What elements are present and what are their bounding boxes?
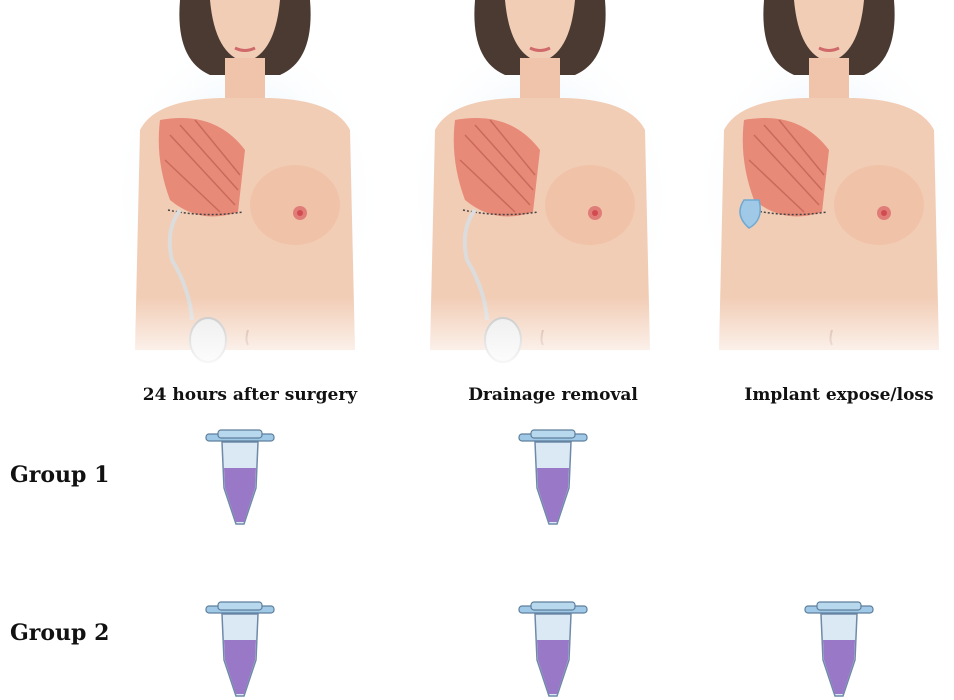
stage-illustration-2	[415, 0, 665, 372]
stage-label-3: Implant expose/loss	[714, 385, 954, 405]
stage-illustration-1	[120, 0, 370, 372]
torso-illustration-2	[415, 0, 665, 372]
sample-tube-g1-s2	[513, 428, 593, 528]
group-label-1: Group 1	[10, 462, 109, 488]
torso-illustration-3	[704, 0, 954, 372]
stage-label-2: Drainage removal	[428, 385, 678, 405]
group-label-2: Group 2	[10, 620, 109, 646]
torso-illustration-1	[120, 0, 370, 372]
tube-icon	[200, 600, 280, 700]
sample-tube-g2-s2	[513, 600, 593, 700]
sample-tube-g1-s1	[200, 428, 280, 528]
tube-icon	[200, 428, 280, 528]
tube-icon	[513, 428, 593, 528]
stage-illustration-3	[704, 0, 954, 372]
stage-label-1: 24 hours after surgery	[125, 385, 375, 405]
sample-tube-g2-s3	[799, 600, 879, 700]
sample-tube-g2-s1	[200, 600, 280, 700]
tube-icon	[799, 600, 879, 700]
tube-icon	[513, 600, 593, 700]
